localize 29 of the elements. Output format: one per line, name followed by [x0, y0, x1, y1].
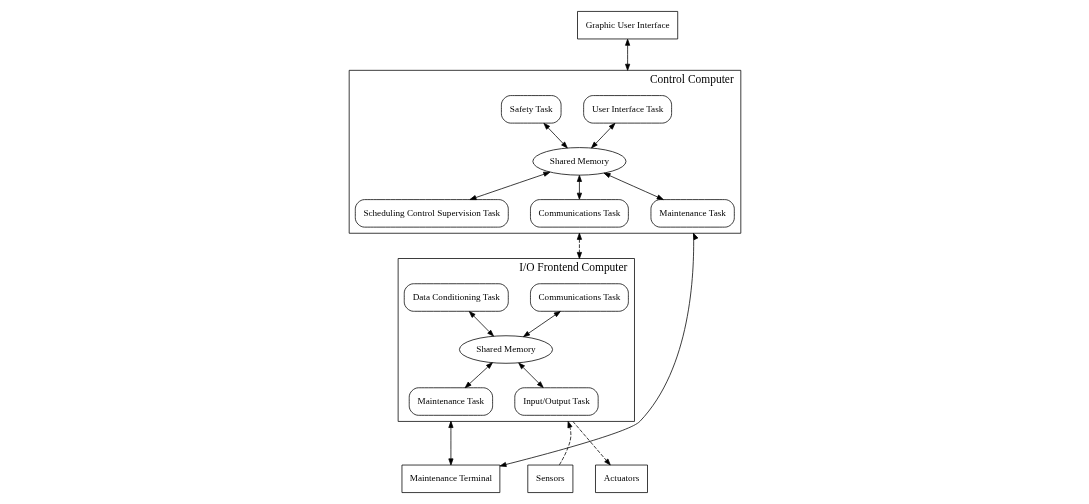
node-box: Data Conditioning Task: [403, 283, 509, 312]
node-box: Maintenance Terminal: [401, 464, 500, 493]
node-box: Safety Task: [500, 95, 561, 124]
arrow: [447, 421, 453, 466]
arrow: [522, 311, 561, 338]
arrow: [624, 38, 630, 71]
arrow: [576, 175, 582, 200]
arrow: [543, 123, 568, 149]
arrow: [590, 123, 615, 149]
node-box: Sensors: [526, 464, 573, 493]
node-box: Communications Task: [529, 199, 629, 228]
node-ellipse: Shared Memory: [458, 335, 553, 364]
arrow: [572, 421, 611, 466]
arrow: [603, 172, 664, 200]
node-box: Communications Task: [529, 283, 629, 312]
node-box: Scheduling Control Supervision Task: [354, 199, 509, 228]
node-box: Maintenance Task: [650, 199, 735, 228]
node-box: Actuators: [594, 464, 648, 493]
node-box: Maintenance Task: [408, 387, 493, 416]
arrow: [464, 362, 493, 389]
arrow: [517, 362, 544, 388]
arrow: [499, 232, 698, 467]
arrow: [468, 311, 494, 337]
arrow: [469, 171, 550, 200]
arrow: [576, 232, 582, 259]
node-box: User Interface Task: [582, 95, 672, 124]
node-box: Input/Output Task: [513, 387, 599, 416]
arrow: [558, 421, 572, 466]
node-box: Graphic User Interface: [576, 11, 678, 40]
